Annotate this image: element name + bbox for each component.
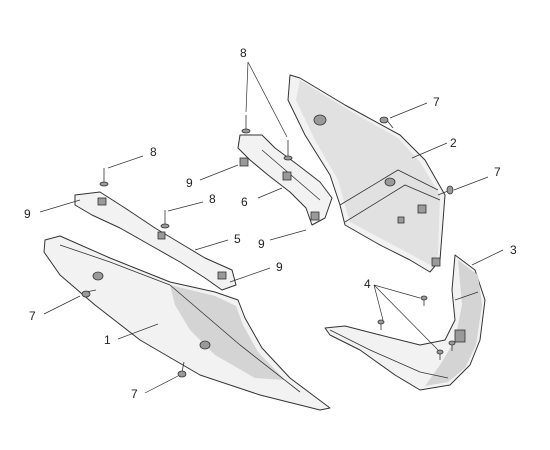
screw-7c — [81, 289, 97, 298]
callout-8-top: 8 — [240, 46, 247, 60]
callout-9-center-top: 9 — [186, 176, 193, 190]
callout-7-upper-right: 7 — [433, 95, 440, 109]
part-1-side-fairing — [43, 235, 331, 411]
screw-7d — [177, 361, 187, 378]
screw-4b — [377, 319, 385, 330]
screw-4a — [420, 295, 428, 306]
callout-8-middle: 8 — [209, 192, 216, 206]
callout-2: 2 — [450, 136, 457, 150]
callout-7-right: 7 — [494, 165, 501, 179]
screw-7a — [379, 116, 394, 129]
callout-1: 1 — [104, 333, 111, 347]
callout-labels: 8 7 2 7 3 4 8 9 8 6 9 5 9 9 7 1 7 — [24, 46, 517, 401]
callout-5: 5 — [234, 232, 241, 246]
callout-4: 4 — [364, 277, 371, 291]
screw-8d — [160, 210, 170, 229]
callout-3: 3 — [510, 243, 517, 257]
part-3-lower-fairing — [324, 254, 486, 391]
callout-9-center: 9 — [258, 237, 265, 251]
part-2-upper-panel — [287, 74, 446, 273]
screw-4d — [448, 340, 456, 351]
callout-9-left: 9 — [24, 207, 31, 221]
screw-8a — [241, 115, 251, 134]
screw-8c — [99, 168, 109, 187]
callout-7-left: 7 — [29, 309, 36, 323]
callout-6: 6 — [241, 195, 248, 209]
screw-4c — [436, 349, 444, 360]
part-6-bracket — [237, 134, 333, 226]
callout-9-lower: 9 — [276, 260, 283, 274]
part-5-bracket — [74, 191, 237, 291]
screw-7b — [437, 185, 454, 196]
leader-lines — [39, 61, 504, 394]
screw-8b — [283, 140, 293, 161]
callout-8-left: 8 — [150, 145, 157, 159]
callout-7-bottom: 7 — [131, 387, 138, 401]
fasteners — [81, 115, 456, 378]
